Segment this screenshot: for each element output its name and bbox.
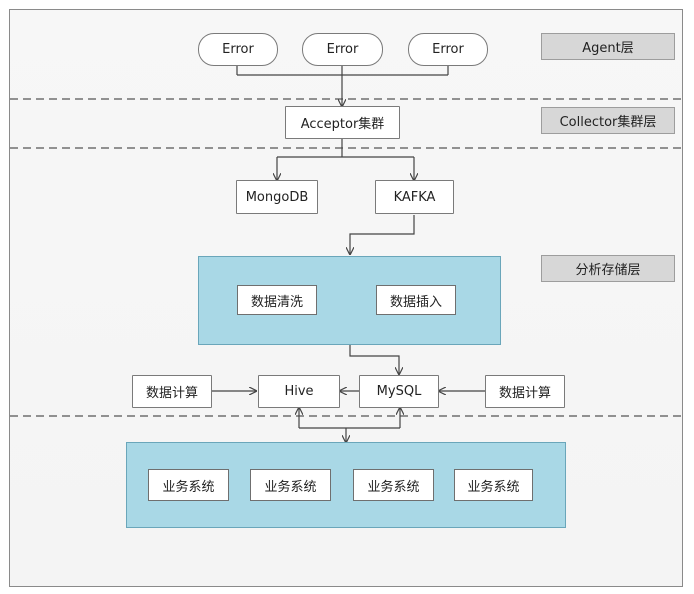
- error-node-2: Error: [302, 33, 383, 66]
- agent-layer-label: Agent层: [541, 33, 675, 60]
- business-system-node-3: 业务系统: [353, 469, 434, 501]
- analysis-storage-layer-label: 分析存储层: [541, 255, 675, 282]
- kafka-node: KAFKA: [375, 180, 454, 214]
- data-compute-right-node: 数据计算: [485, 375, 565, 408]
- mongodb-node: MongoDB: [236, 180, 318, 214]
- mysql-node: MySQL: [359, 375, 439, 408]
- business-system-node-2: 业务系统: [250, 469, 331, 501]
- acceptor-cluster-node: Acceptor集群: [285, 106, 400, 139]
- error-node-1: Error: [198, 33, 278, 66]
- business-system-node-1: 业务系统: [148, 469, 229, 501]
- hive-node: Hive: [258, 375, 340, 408]
- data-compute-left-node: 数据计算: [132, 375, 212, 408]
- data-cleaning-node: 数据清洗: [237, 285, 317, 315]
- data-insert-node: 数据插入: [376, 285, 456, 315]
- error-node-3: Error: [408, 33, 488, 66]
- business-system-node-4: 业务系统: [454, 469, 533, 501]
- collector-layer-label: Collector集群层: [541, 107, 675, 134]
